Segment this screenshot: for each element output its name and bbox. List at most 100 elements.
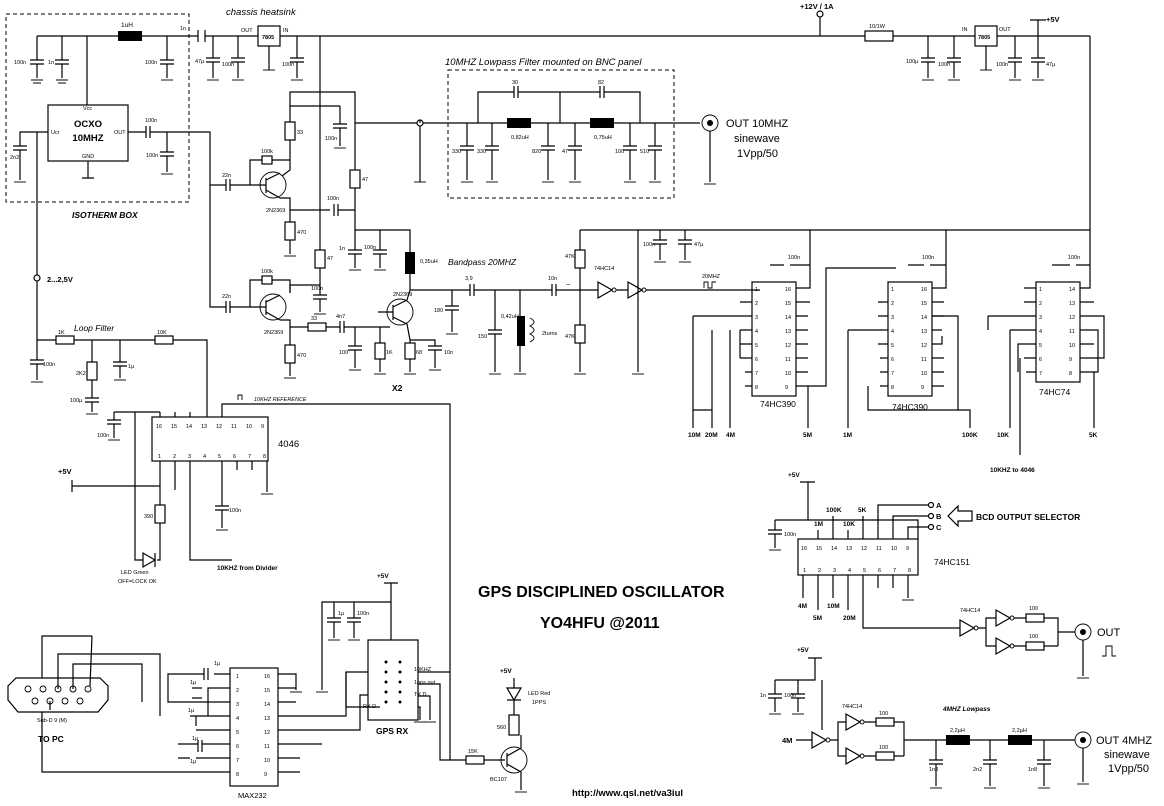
component-label: 16 bbox=[156, 424, 162, 430]
component-label: 1M bbox=[843, 432, 852, 439]
component-label: 3 bbox=[1039, 315, 1042, 321]
iso-c6-label: 100n bbox=[222, 62, 234, 68]
lp-cap4: 47 bbox=[562, 149, 568, 155]
bc107-label: BC107 bbox=[490, 777, 507, 783]
component-label: 11 bbox=[785, 357, 791, 363]
component-label: 1µ bbox=[190, 680, 197, 686]
pll-c100u: 100µ bbox=[70, 398, 83, 404]
component-label: 5K bbox=[858, 507, 867, 514]
component-label: 3 bbox=[891, 315, 894, 321]
component-label: 5 bbox=[218, 454, 221, 460]
component-label: 1n8 bbox=[929, 767, 938, 773]
component-label: 100 bbox=[1029, 634, 1038, 640]
component-label: 6 bbox=[233, 454, 236, 460]
component-label: 11 bbox=[264, 744, 270, 750]
lp4-label: 4MHZ Lowpass bbox=[942, 706, 991, 713]
component-label: 20M bbox=[705, 432, 718, 439]
ocxo-out: OUT bbox=[114, 130, 126, 136]
reg-iso-in: IN bbox=[283, 28, 289, 34]
component-label: 2 bbox=[1039, 301, 1042, 307]
component-label: 11 bbox=[231, 424, 237, 430]
component-label: 5M bbox=[803, 432, 812, 439]
component-label: 13 bbox=[1069, 301, 1075, 307]
bp-r47k-b: 47K bbox=[565, 334, 575, 340]
pll-r390: 390 bbox=[144, 514, 153, 520]
db9-label: Sub-D 9 (M) bbox=[37, 718, 67, 724]
supply-res-label: 10/1W bbox=[869, 24, 886, 30]
component-label: 14 bbox=[831, 546, 837, 552]
pll-c100n-b: 100n bbox=[97, 433, 109, 439]
bp-turns: 2turns bbox=[542, 331, 558, 337]
component-label: 1M bbox=[814, 521, 823, 528]
ref-label: 10KHZ REFERENCE bbox=[254, 397, 307, 403]
mult-r470b: 470 bbox=[297, 353, 306, 359]
bp-r1k: 1K bbox=[386, 350, 393, 356]
r15k-label: 15K bbox=[468, 749, 478, 755]
component-label: 5M bbox=[813, 615, 822, 622]
lowpass-label: 10MHZ Lowpass Filter mounted on BNC pane… bbox=[445, 57, 642, 68]
component-label: C bbox=[936, 523, 942, 532]
component-label: 14 bbox=[1069, 287, 1075, 293]
lp4-inv: 74HC14 bbox=[842, 704, 862, 710]
supply-c4-label: 47µ bbox=[1046, 62, 1056, 68]
pll-c1u: 1µ bbox=[128, 364, 135, 370]
hc74-name: 74HC74 bbox=[1039, 387, 1070, 397]
component-label: 15 bbox=[785, 301, 791, 307]
lp-out-line3: 1Vpp/50 bbox=[737, 148, 778, 160]
mult-c22n-b: 22n bbox=[222, 294, 231, 300]
l035-label: 0,35uH bbox=[420, 259, 438, 265]
mult-r100k-b: 100k bbox=[261, 269, 273, 275]
component-label: 5 bbox=[863, 568, 866, 574]
lp4-plus5: +5V bbox=[797, 647, 809, 654]
lp-out-line1: OUT 10MHZ bbox=[726, 118, 788, 130]
component-label: 12 bbox=[861, 546, 867, 552]
lp-cap3: 820 bbox=[532, 149, 541, 155]
lp-cap2: 330 bbox=[477, 149, 486, 155]
sel-inv-label: 74HC14 bbox=[960, 608, 980, 614]
component-label: 13 bbox=[264, 716, 270, 722]
component-label: 11 bbox=[876, 546, 882, 552]
rs-plus5: +5V bbox=[377, 573, 389, 580]
power-12v-label: +12V / 1A bbox=[800, 2, 834, 11]
mult-c22n-a: 22n bbox=[222, 173, 231, 179]
led-red-line2: 1PPS bbox=[532, 700, 546, 706]
lowpass-10mhz-box bbox=[447, 69, 675, 199]
component-label: 9 bbox=[264, 772, 267, 778]
bp-c39: 3,9 bbox=[465, 276, 473, 282]
mult-c4n7: 4n7 bbox=[336, 314, 345, 320]
mult-r47a: 47 bbox=[362, 177, 368, 183]
component-label: 8 bbox=[755, 385, 758, 391]
gps-label: GPS RX bbox=[376, 726, 408, 736]
component-label: 1µ bbox=[188, 708, 195, 714]
component-label: 10K bbox=[997, 432, 1009, 439]
component-label: 1µ bbox=[190, 759, 197, 765]
component-label: B bbox=[936, 512, 942, 521]
component-label: 10 bbox=[921, 371, 927, 377]
component-label: 15 bbox=[171, 424, 177, 430]
mult-r470a: 470 bbox=[297, 230, 306, 236]
component-label: 7 bbox=[248, 454, 251, 460]
bandpass-label: Bandpass 20MHZ bbox=[448, 257, 517, 267]
component-label: 2,2µH bbox=[1012, 728, 1027, 734]
component-label: 2n2 bbox=[973, 767, 982, 773]
lp-ctop1: 30 bbox=[512, 80, 518, 86]
lp4-c1n: 1n bbox=[760, 693, 766, 699]
lp-cap6: 510 bbox=[640, 149, 649, 155]
component-label: 1 bbox=[891, 287, 894, 293]
rs-c100n: 100n bbox=[357, 611, 369, 617]
bp-c10n-b: 10n bbox=[548, 276, 557, 282]
component-label: 6 bbox=[1039, 357, 1042, 363]
component-label: 15 bbox=[921, 301, 927, 307]
reg-iso-label: 7805 bbox=[262, 35, 274, 41]
component-label: 15 bbox=[264, 688, 270, 694]
lp4-out-line1: OUT 4MHZ bbox=[1096, 735, 1152, 747]
bp-c10n: 10n bbox=[444, 350, 453, 356]
l1-label: 1uH bbox=[121, 22, 133, 29]
component-label: 4 bbox=[755, 329, 758, 335]
supply-c2-label: 100n bbox=[938, 62, 950, 68]
pll-c100n-a: 100n bbox=[43, 362, 55, 368]
ic-74hc151 bbox=[797, 538, 919, 576]
sel-chip: 74HC151 bbox=[934, 557, 970, 567]
component-label: 3 bbox=[755, 315, 758, 321]
